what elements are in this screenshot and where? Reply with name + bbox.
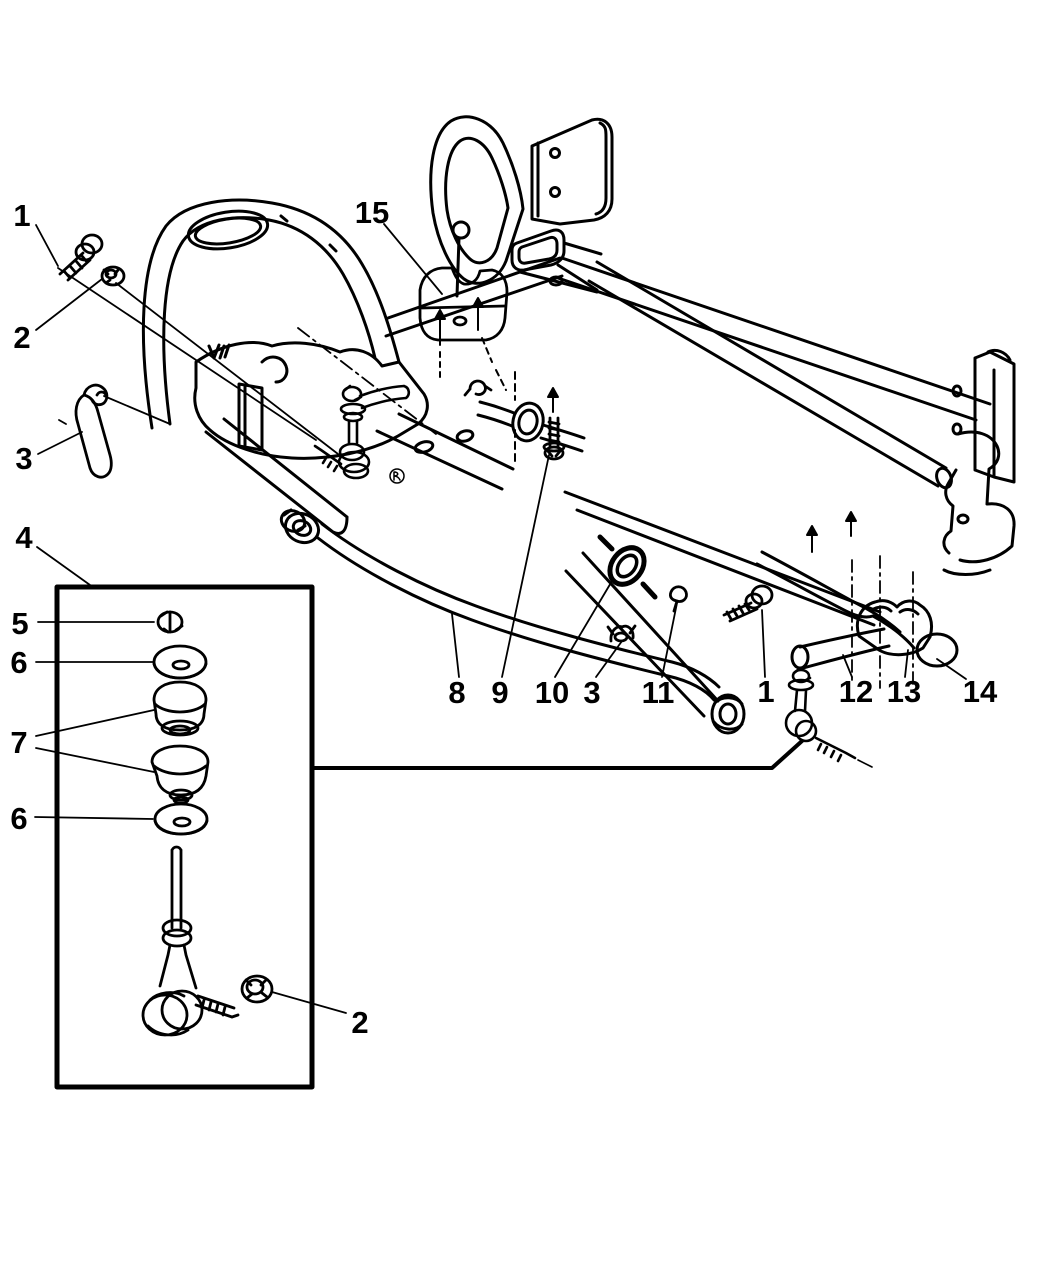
- small-clip: [463, 379, 493, 397]
- arch-inner: [162, 216, 377, 426]
- callout-11: 11: [642, 675, 675, 710]
- right-lower-bracket: [942, 430, 1016, 564]
- callout-2-inset: 2: [351, 1005, 368, 1040]
- inset-box-group: [54, 584, 804, 1090]
- hook-detail: [260, 355, 289, 384]
- callout-3-bottom: 3: [583, 675, 600, 710]
- hex-bolt-9: [542, 416, 566, 461]
- callout-5: 5: [11, 606, 28, 641]
- callout-15: 15: [355, 195, 389, 230]
- callout-9: 9: [491, 675, 508, 710]
- callout-6-upper: 6: [10, 645, 27, 680]
- callout-4: 4: [15, 520, 33, 555]
- callout-14: 14: [963, 674, 998, 709]
- bar-bushing: [511, 401, 545, 443]
- arch-oval-hole: [186, 209, 270, 251]
- hex-bolt-1-bottom: [722, 584, 774, 623]
- retainer-strap: [74, 383, 113, 479]
- callout-7: 7: [10, 725, 27, 760]
- arch-outer: [141, 198, 401, 430]
- clamp-bracket-15: [418, 266, 509, 342]
- frame-structure: [141, 115, 1016, 627]
- side-plate-bracket: [530, 117, 614, 226]
- callout-1-bottom: 1: [757, 674, 774, 709]
- callout-2-top: 2: [13, 320, 30, 355]
- slot-bracket: [510, 228, 566, 272]
- callout-6-lower: 6: [10, 801, 27, 836]
- left-stabilizer-link: [313, 384, 411, 480]
- hanger-bracket: [429, 115, 525, 285]
- callout-3-left: 3: [15, 441, 32, 476]
- callout-8: 8: [448, 675, 465, 710]
- loose-parts: [58, 233, 774, 643]
- arch-base-bracket: [193, 341, 429, 460]
- callout-1-top: 1: [13, 198, 30, 233]
- hex-nut-top-left: [100, 265, 126, 287]
- bushing-end-14: [915, 632, 959, 668]
- inset-box: [54, 584, 315, 1090]
- inset-connector-line: [310, 739, 804, 770]
- hex-bolt-top-left: [58, 233, 104, 282]
- right-stabilizer-link: [784, 667, 873, 768]
- leader-lines: [34, 223, 967, 1014]
- bushing-bracket-13: [855, 599, 934, 657]
- stabilizer-bar: [316, 536, 716, 702]
- retainer-hook-11: [668, 585, 688, 613]
- bar-bushing-10: [607, 545, 647, 587]
- arch-oval-hole-inner: [193, 216, 263, 246]
- callout-12: 12: [839, 674, 873, 709]
- callout-labels: 1 2 3 15 4 5 6 7 6 2 8 9 10 3 11 1 12 13…: [10, 195, 998, 1040]
- stabilizer-bar-group: [279, 400, 959, 735]
- inset-parts: [141, 610, 274, 1037]
- callout-10: 10: [535, 675, 569, 710]
- callout-13: 13: [887, 674, 921, 709]
- install-arrows: [297, 297, 914, 689]
